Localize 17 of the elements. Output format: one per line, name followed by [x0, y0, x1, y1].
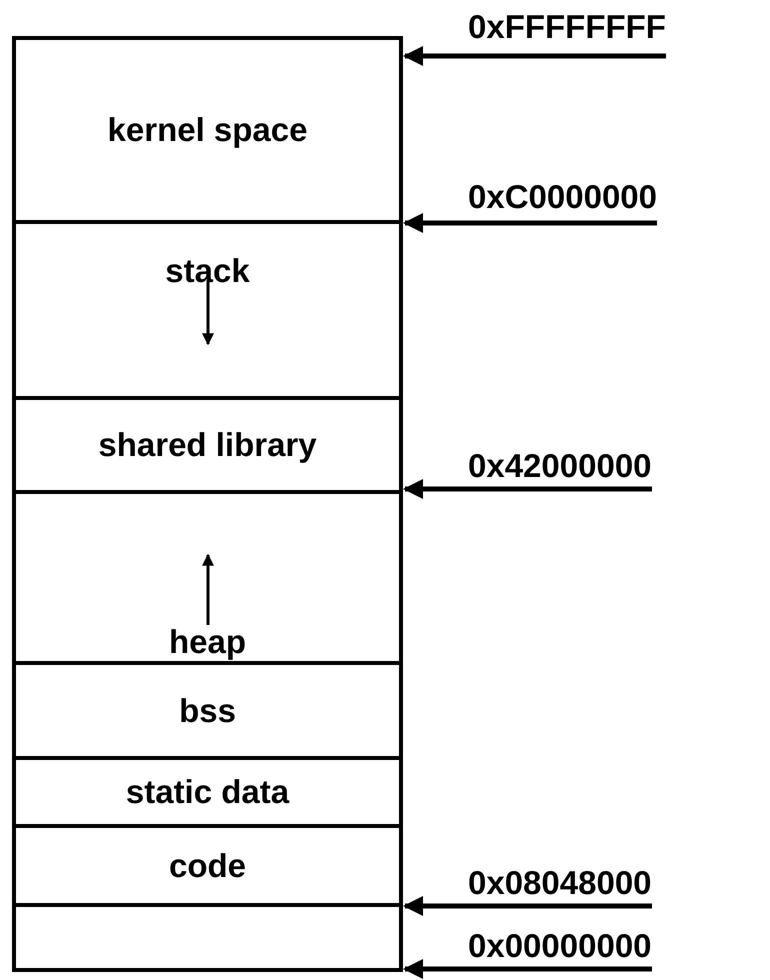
address-arrow: [403, 959, 652, 979]
address-label: 0x42000000: [468, 447, 652, 484]
segment-label: kernel space: [108, 111, 308, 149]
address-arrow: [403, 896, 652, 916]
address-label: 0xC0000000: [468, 178, 658, 215]
address-arrow: [403, 46, 666, 66]
address-label: 0x08048000: [468, 864, 652, 901]
address-label: 0xFFFFFFFF: [468, 8, 666, 45]
segment-label: static data: [126, 773, 290, 811]
segment-label: heap: [168, 623, 246, 661]
segment-label: stack: [165, 252, 250, 290]
address-arrow: [403, 479, 652, 499]
segment-label: shared library: [98, 426, 317, 464]
address-arrow: [403, 213, 657, 233]
address-label: 0x00000000: [468, 927, 652, 964]
segment-label: code: [168, 846, 246, 884]
segment-label: bss: [179, 692, 236, 730]
